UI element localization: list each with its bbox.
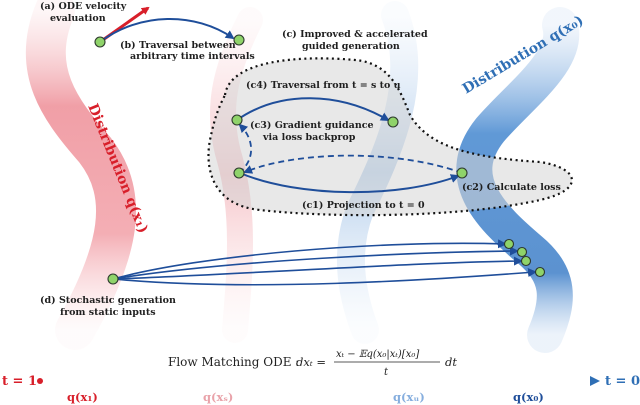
stochastic-arrow-4: [112, 268, 537, 286]
label-a-line2: evaluation: [50, 13, 106, 24]
distribution-band-x1: [25, 0, 137, 350]
label-d-line2: from static inputs: [60, 307, 156, 318]
node-out-1: [503, 238, 515, 250]
label-b-line2: arbitrary time intervals: [130, 51, 255, 62]
timeline-tick-xu: q(xᵤ): [393, 390, 425, 404]
timeline-end-label: t = 0: [605, 374, 640, 389]
label-c-line1: (c) Improved & accelerated: [282, 29, 428, 40]
label-c1: (c1) Projection to t = 0: [302, 200, 425, 211]
projection-arrow-c1: [239, 172, 460, 194]
node-d: [107, 273, 119, 285]
stochastic-arrow-3: [112, 256, 523, 280]
node-c1-start: [233, 167, 245, 179]
node-c2: [456, 167, 468, 179]
formula-prefix: Flow Matching ODE :: [168, 355, 299, 369]
timeline-tick-x1: q(x₁): [67, 390, 98, 404]
timeline-tick-xs: q(xₛ): [203, 390, 233, 404]
loss-backprop-arrow: [243, 154, 463, 174]
label-c3-line2: via loss backprop: [262, 132, 356, 143]
label-c2: (c2) Calculate loss: [462, 182, 561, 193]
label-b-line1: (b) Traversal between: [120, 40, 236, 51]
node-out-2: [516, 246, 528, 258]
formula-numerator: xₜ − 𝔼q(x₀|xₜ)[x₀]: [336, 349, 419, 360]
formula-lhs: dxₜ =: [296, 355, 326, 369]
formula-denominator: t: [384, 367, 389, 378]
formula-suffix: dt: [445, 355, 457, 369]
label-c3-line1: (c3) Gradient guidance: [250, 120, 374, 131]
node-b: [233, 34, 245, 46]
label-c4: (c4) Traversal from t = s to u: [246, 80, 401, 91]
sample-nodes: [94, 34, 546, 285]
traversal-arrow-c4: [236, 97, 390, 122]
node-out-3: [520, 255, 532, 267]
timeline-tick-x0: q(x₀): [513, 390, 544, 404]
traversal-arrow-b: [99, 18, 235, 43]
timeline-start-dot: [37, 378, 43, 384]
stochastic-arrow-1: [112, 239, 507, 280]
label-d-line1: (d) Stochastic generation: [40, 295, 176, 306]
stochastic-arrow-2: [112, 246, 519, 280]
node-c4-end: [387, 116, 399, 128]
label-c-line2: guided generation: [302, 41, 400, 52]
timeline-start-label: t = 1: [2, 374, 37, 389]
node-out-4: [534, 266, 546, 278]
label-a-line1: (a) ODE velocity: [40, 1, 127, 12]
node-a: [94, 36, 106, 48]
node-c4-start: [231, 114, 243, 126]
